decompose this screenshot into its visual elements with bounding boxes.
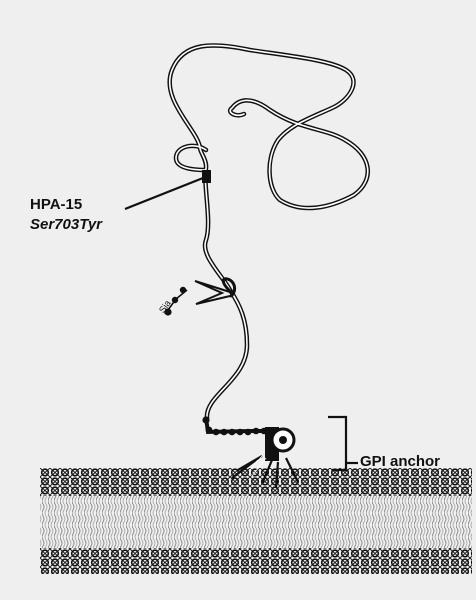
outer-headgroup-layer <box>40 468 472 496</box>
glycan-branch <box>165 281 230 315</box>
gpi-anchor-bracket <box>328 417 358 470</box>
gpi-sugar-beads <box>202 416 275 435</box>
gpi-anchor-label: GPI anchor <box>360 453 440 470</box>
inner-headgroup-layer <box>40 548 472 574</box>
protein-chain <box>170 45 368 418</box>
polymorphism-variant-label: Ser703Tyr <box>30 216 102 233</box>
polymorphism-pointer-line <box>125 178 203 209</box>
polymorphism-site-marker <box>202 170 211 183</box>
hydrophobic-tail-layer <box>40 496 472 548</box>
polymorphism-name-label: HPA-15 <box>30 196 82 213</box>
lipid-bilayer <box>40 468 472 574</box>
